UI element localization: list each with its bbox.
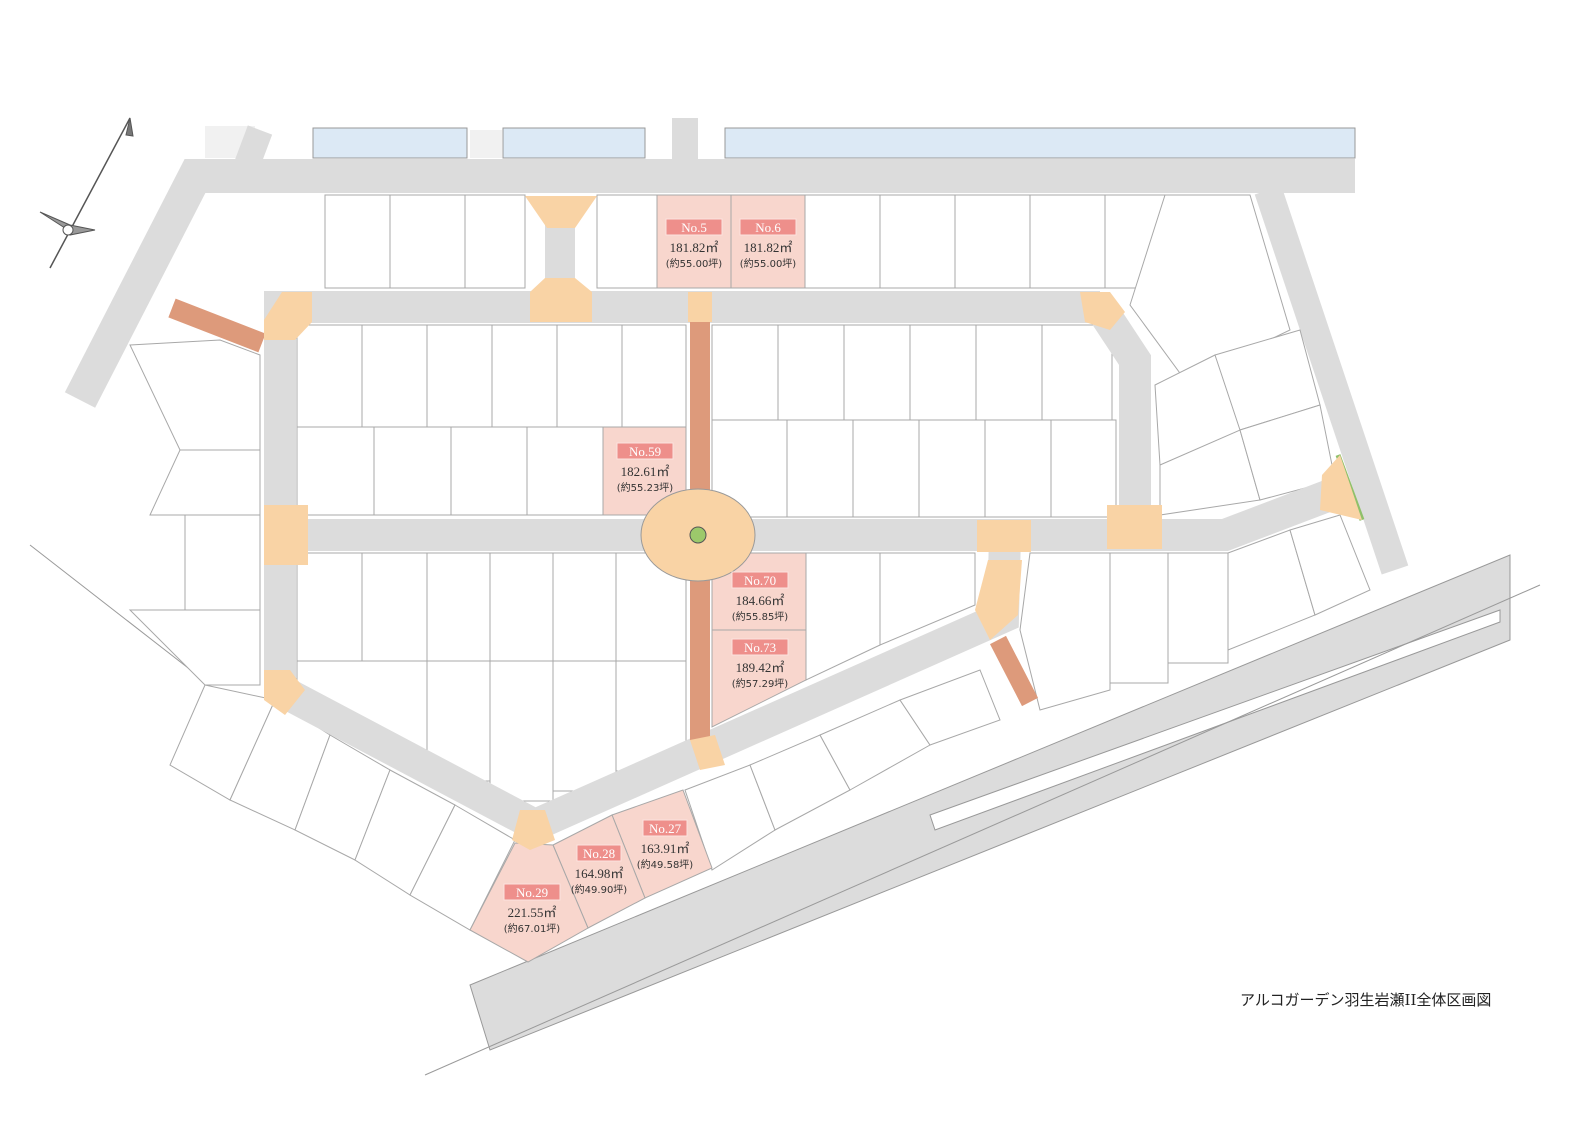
svg-text:221.55㎡: 221.55㎡ xyxy=(508,905,557,920)
lots xyxy=(128,194,1371,963)
lot-label-no5: No.5 181.82㎡ (約55.00坪) xyxy=(665,218,723,270)
svg-text:(約57.29坪): (約57.29坪) xyxy=(732,677,789,690)
svg-text:(約55.85坪): (約55.85坪) xyxy=(732,610,789,623)
svg-text:(約67.01坪): (約67.01坪) xyxy=(504,922,561,935)
footpath-south xyxy=(990,635,1038,707)
lot-grid-block-b xyxy=(711,324,1117,518)
junctions xyxy=(264,196,1362,850)
lot-label-no27: No.27 163.91㎡ (約49.58坪) xyxy=(637,819,694,871)
lot-label-no73: No.73 189.42㎡ (約57.29坪) xyxy=(731,638,789,690)
lot-label-no59: No.59 182.61㎡ (約55.23坪) xyxy=(616,442,674,494)
svg-text:184.66㎡: 184.66㎡ xyxy=(736,593,785,608)
svg-text:No.5: No.5 xyxy=(681,220,707,235)
svg-text:182.61㎡: 182.61㎡ xyxy=(621,464,670,479)
lot-no29[interactable] xyxy=(469,842,589,963)
lot-label-no29: No.29 221.55㎡ (約67.01坪) xyxy=(503,883,561,935)
svg-text:No.27: No.27 xyxy=(649,821,682,836)
lot-label-no6: No.6 181.82㎡ (約55.00坪) xyxy=(739,218,797,270)
footpath-west xyxy=(168,298,266,353)
compass-icon xyxy=(39,117,134,269)
park-circle-icon xyxy=(689,526,707,544)
svg-text:No.59: No.59 xyxy=(629,444,661,459)
svg-text:No.6: No.6 xyxy=(755,220,781,235)
svg-text:181.82㎡: 181.82㎡ xyxy=(744,240,793,255)
lot-label-no28: No.28 164.98㎡ (約49.90坪) xyxy=(571,844,628,896)
svg-text:(約55.00坪): (約55.00坪) xyxy=(666,257,723,270)
svg-text:(約55.00坪): (約55.00坪) xyxy=(740,257,797,270)
svg-text:No.73: No.73 xyxy=(744,640,776,655)
svg-text:(約49.90坪): (約49.90坪) xyxy=(571,883,628,896)
outer-roads xyxy=(29,118,1541,1076)
svg-text:No.28: No.28 xyxy=(583,846,615,861)
svg-text:163.91㎡: 163.91㎡ xyxy=(641,841,690,856)
lot-grid-right xyxy=(1019,194,1371,711)
water-channels xyxy=(205,126,1356,159)
svg-text:(約55.23坪): (約55.23坪) xyxy=(617,481,674,494)
map-title: アルコガーデン羽生岩瀬II全体区画図 xyxy=(1240,991,1491,1009)
svg-text:No.70: No.70 xyxy=(744,573,776,588)
lot-grid-block-c xyxy=(296,552,976,802)
svg-text:181.82㎡: 181.82㎡ xyxy=(670,240,719,255)
lot-no5[interactable] xyxy=(656,194,732,289)
svg-text:No.29: No.29 xyxy=(516,885,548,900)
lot-no6[interactable] xyxy=(730,194,806,289)
lot-grid-left xyxy=(128,339,516,931)
svg-text:164.98㎡: 164.98㎡ xyxy=(575,866,624,881)
lot-grid-bottom xyxy=(684,669,1001,871)
lot-grid-block-a xyxy=(296,324,687,516)
lot-label-no70: No.70 184.66㎡ (約55.85坪) xyxy=(731,571,789,623)
svg-text:189.42㎡: 189.42㎡ xyxy=(736,660,785,675)
svg-text:(約49.58坪): (約49.58坪) xyxy=(637,858,694,871)
